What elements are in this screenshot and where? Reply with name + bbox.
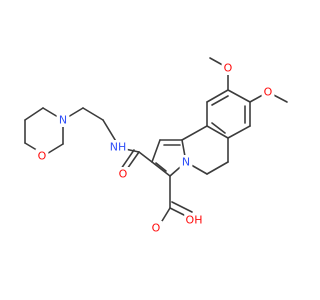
atom-label-background xyxy=(116,167,130,181)
atom-label-background xyxy=(221,61,235,75)
atom-label-background xyxy=(179,155,193,169)
atom-label-amide-o: O xyxy=(119,168,128,181)
bond xyxy=(206,89,229,103)
atom-label-background xyxy=(261,85,275,99)
bond xyxy=(151,161,171,177)
bond xyxy=(227,125,251,139)
bond xyxy=(120,149,135,170)
bond xyxy=(138,151,153,163)
atom-label-morph-n: N xyxy=(59,114,67,127)
atom-label-morph-o: O xyxy=(38,150,47,163)
atom-label-methoxy-o1: O xyxy=(224,62,233,75)
bond xyxy=(206,161,229,175)
atom-label-methoxy-o2: O xyxy=(264,86,273,99)
bond xyxy=(24,107,44,121)
bond xyxy=(211,95,229,106)
atom-label-ring-n: N xyxy=(182,156,190,169)
atom-labels: O N NH O N O OH O O xyxy=(35,61,275,235)
atom-label-background xyxy=(184,213,204,227)
bond xyxy=(171,201,193,213)
bond xyxy=(211,122,226,134)
molecule-structure: O N NH O N O OH O O xyxy=(24,57,288,235)
bond xyxy=(181,125,208,141)
bond xyxy=(206,125,229,139)
atom-label-background xyxy=(35,149,49,163)
bond xyxy=(155,162,167,172)
atom-label-background xyxy=(108,140,128,154)
bond xyxy=(227,89,251,103)
bonds xyxy=(24,57,288,227)
atom-label-amide-n: NH xyxy=(110,141,127,154)
atom-label-acid-oh: OH xyxy=(186,214,203,227)
atom-label-acid-o: O xyxy=(152,222,161,235)
atom-label-background xyxy=(56,113,70,127)
bond xyxy=(82,107,104,121)
bond xyxy=(151,139,161,163)
atom-label-background xyxy=(149,221,163,235)
